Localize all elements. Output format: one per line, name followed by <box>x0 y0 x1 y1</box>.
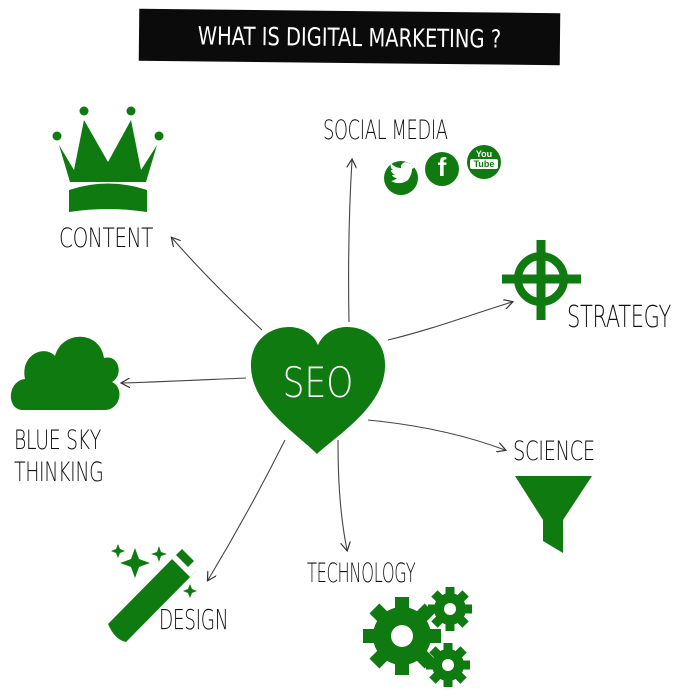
magic-wand-icon <box>108 544 199 642</box>
label-design: DESIGN <box>159 603 229 636</box>
arrow-to-strategy <box>387 302 512 341</box>
gears-icon <box>363 587 472 687</box>
label-blue-sky-line1: BLUE SKY <box>14 425 101 456</box>
small-gear-top-icon <box>428 587 472 631</box>
arrow-to-social-media <box>349 160 352 323</box>
arrow-to-blue-sky <box>122 377 247 383</box>
label-science: SCIENCE <box>513 436 595 467</box>
label-strategy: STRATEGY <box>567 300 671 335</box>
seo-heart-icon <box>250 326 386 454</box>
label-blue-sky-thinking: BLUE SKY THINKING <box>14 425 104 489</box>
cloud-icon <box>10 336 120 410</box>
crown-icon <box>52 106 164 212</box>
label-content: CONTENT <box>59 223 154 254</box>
facebook-icon <box>425 152 459 186</box>
facebook-letter: f <box>437 152 447 182</box>
label-blue-sky-line2: THINKING <box>14 457 104 488</box>
arrow-to-technology <box>337 439 347 550</box>
arrow-to-content <box>172 238 263 331</box>
youtube-label: You Tube <box>470 149 498 169</box>
youtube-line1: You <box>475 149 493 159</box>
arrow-to-science <box>367 419 505 450</box>
large-gear-icon <box>363 597 441 675</box>
arrow-to-design <box>208 439 286 580</box>
seo-label: SEO <box>282 358 354 407</box>
label-technology: TECHNOLOGY <box>307 558 416 589</box>
crosshair-icon <box>502 240 581 320</box>
youtube-line2: Tube <box>470 159 498 169</box>
funnel-icon <box>515 476 592 553</box>
label-social-media: SOCIAL MEDIA <box>323 115 448 146</box>
small-gear-bottom-icon <box>426 643 470 687</box>
